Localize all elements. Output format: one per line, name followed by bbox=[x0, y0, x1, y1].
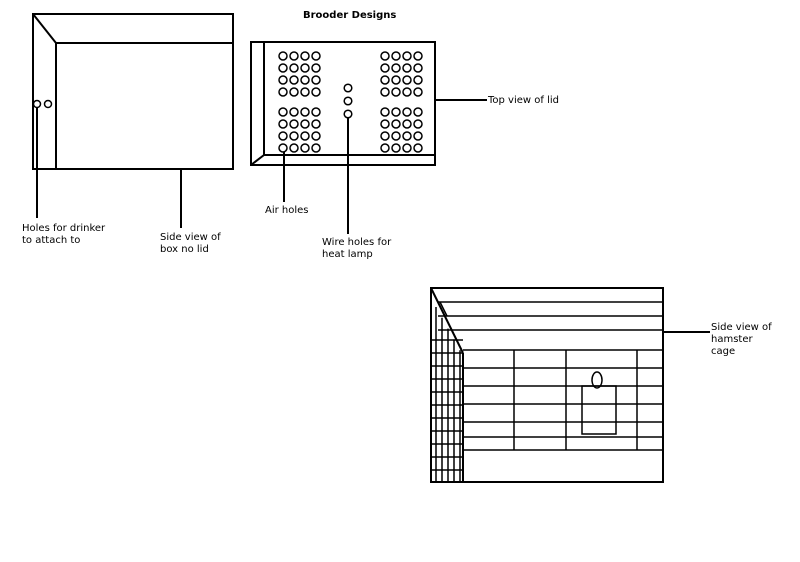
air-hole bbox=[413, 131, 423, 141]
drinker-hole bbox=[43, 99, 53, 109]
air-holes-label: Air holes bbox=[265, 205, 309, 216]
air-hole bbox=[391, 63, 401, 73]
lid-top-view bbox=[250, 41, 487, 234]
air-hole bbox=[300, 107, 310, 117]
air-hole bbox=[380, 51, 390, 61]
air-hole bbox=[402, 107, 412, 117]
cage-side-label-3: cage bbox=[711, 346, 736, 357]
air-hole bbox=[391, 75, 401, 85]
wire-holes-label-2: heat lamp bbox=[322, 249, 373, 260]
air-hole bbox=[300, 63, 310, 73]
air-hole bbox=[380, 143, 390, 153]
wire-hole bbox=[343, 83, 353, 93]
air-hole bbox=[413, 51, 423, 61]
air-hole bbox=[413, 143, 423, 153]
wire-hole bbox=[343, 109, 353, 119]
air-hole bbox=[278, 87, 288, 97]
air-hole bbox=[391, 131, 401, 141]
air-hole bbox=[300, 143, 310, 153]
air-hole bbox=[278, 63, 288, 73]
air-hole bbox=[311, 131, 321, 141]
air-hole bbox=[300, 51, 310, 61]
air-hole bbox=[289, 119, 299, 129]
air-hole bbox=[380, 107, 390, 117]
air-hole bbox=[278, 119, 288, 129]
diagram-title: Brooder Designs bbox=[303, 10, 397, 21]
air-hole bbox=[289, 63, 299, 73]
cage-mesh bbox=[431, 307, 463, 482]
box-side-label: Side view of bbox=[160, 232, 221, 243]
air-hole bbox=[402, 119, 412, 129]
box-side-view bbox=[32, 13, 234, 228]
air-hole bbox=[380, 119, 390, 129]
air-hole bbox=[413, 87, 423, 97]
air-hole bbox=[380, 87, 390, 97]
air-hole bbox=[380, 63, 390, 73]
wire-hole bbox=[343, 96, 353, 106]
cage-bar bbox=[439, 301, 448, 317]
hamster-cage-side-view bbox=[430, 287, 710, 483]
air-hole-grid bbox=[278, 51, 423, 153]
air-hole bbox=[402, 63, 412, 73]
air-hole bbox=[300, 75, 310, 85]
air-hole bbox=[278, 143, 288, 153]
air-hole bbox=[402, 87, 412, 97]
air-hole bbox=[311, 87, 321, 97]
air-hole bbox=[402, 131, 412, 141]
air-hole bbox=[311, 51, 321, 61]
wire-holes-label: Wire holes for bbox=[322, 237, 392, 248]
cage-side-label-2: hamster bbox=[711, 334, 753, 345]
air-hole bbox=[278, 107, 288, 117]
cage-side-label: Side view of bbox=[711, 322, 772, 333]
air-hole bbox=[391, 107, 401, 117]
air-hole bbox=[391, 51, 401, 61]
air-hole bbox=[289, 87, 299, 97]
air-hole bbox=[300, 87, 310, 97]
air-hole bbox=[311, 75, 321, 85]
air-hole bbox=[300, 131, 310, 141]
drinker-holes-label-2: to attach to bbox=[22, 235, 81, 246]
air-hole bbox=[289, 131, 299, 141]
air-hole bbox=[402, 51, 412, 61]
air-hole bbox=[413, 119, 423, 129]
air-hole bbox=[311, 143, 321, 153]
air-hole bbox=[300, 119, 310, 129]
lid-top-label: Top view of lid bbox=[488, 95, 559, 106]
air-hole bbox=[278, 75, 288, 85]
air-hole bbox=[413, 63, 423, 73]
box-side-label-2: box no lid bbox=[160, 244, 209, 255]
air-hole bbox=[311, 107, 321, 117]
air-hole bbox=[278, 131, 288, 141]
air-hole bbox=[402, 143, 412, 153]
air-hole bbox=[289, 107, 299, 117]
cage-door-handle bbox=[591, 371, 603, 389]
air-hole bbox=[289, 75, 299, 85]
air-hole bbox=[391, 143, 401, 153]
air-hole bbox=[391, 119, 401, 129]
air-hole bbox=[289, 143, 299, 153]
air-hole bbox=[278, 51, 288, 61]
cage-bars bbox=[438, 301, 663, 451]
air-hole bbox=[402, 75, 412, 85]
drinker-hole bbox=[32, 99, 42, 109]
cage-door bbox=[581, 385, 617, 435]
air-hole bbox=[380, 75, 390, 85]
air-hole bbox=[289, 51, 299, 61]
air-hole bbox=[413, 75, 423, 85]
drinker-holes-label: Holes for drinker bbox=[22, 223, 106, 234]
air-hole bbox=[391, 87, 401, 97]
air-hole bbox=[311, 63, 321, 73]
air-hole bbox=[413, 107, 423, 117]
air-hole bbox=[380, 131, 390, 141]
air-hole bbox=[311, 119, 321, 129]
